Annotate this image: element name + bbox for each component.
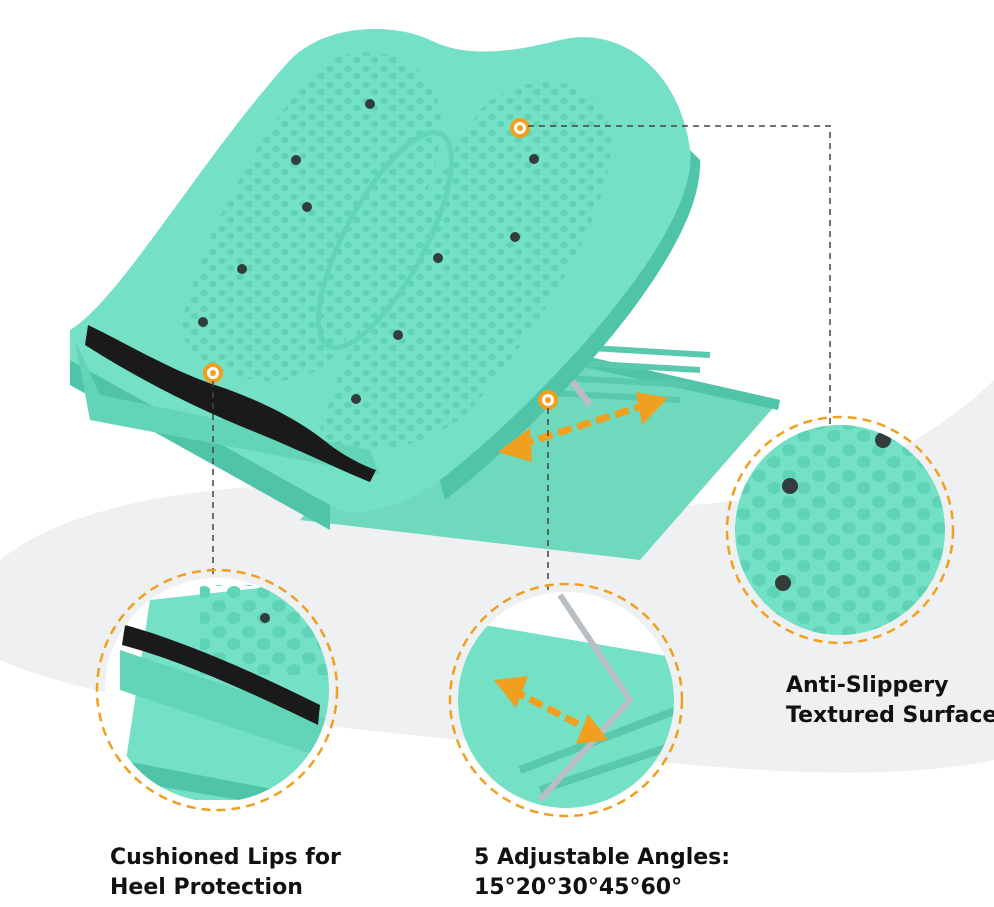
right-foot-pad [320, 82, 611, 452]
caption-textured-surface: Anti-Slippery Textured Surface [786, 671, 994, 731]
caption-surface-line1: Anti-Slippery [786, 673, 949, 698]
leader-lines [212, 125, 831, 595]
strap [85, 325, 376, 482]
left-foot-pad [180, 52, 441, 382]
zoom-circle-heel [95, 568, 339, 812]
caption-surface-line2: Textured Surface [786, 703, 994, 728]
angle-adjust-arrow [498, 392, 668, 462]
caption-heel-line1: Cushioned Lips for [110, 845, 341, 870]
caption-angles-line2: 15°20°30°45°60° [474, 875, 683, 900]
caption-angles-line1: 5 Adjustable Angles: [474, 845, 731, 870]
zoom-circle-angles [448, 582, 684, 818]
caption-adjustable-angles: 5 Adjustable Angles: 15°20°30°45°60° [474, 843, 730, 903]
caption-heel-line2: Heel Protection [110, 875, 303, 900]
zoom-circle-surface [725, 415, 955, 645]
caption-heel-protection: Cushioned Lips for Heel Protection [110, 843, 341, 903]
